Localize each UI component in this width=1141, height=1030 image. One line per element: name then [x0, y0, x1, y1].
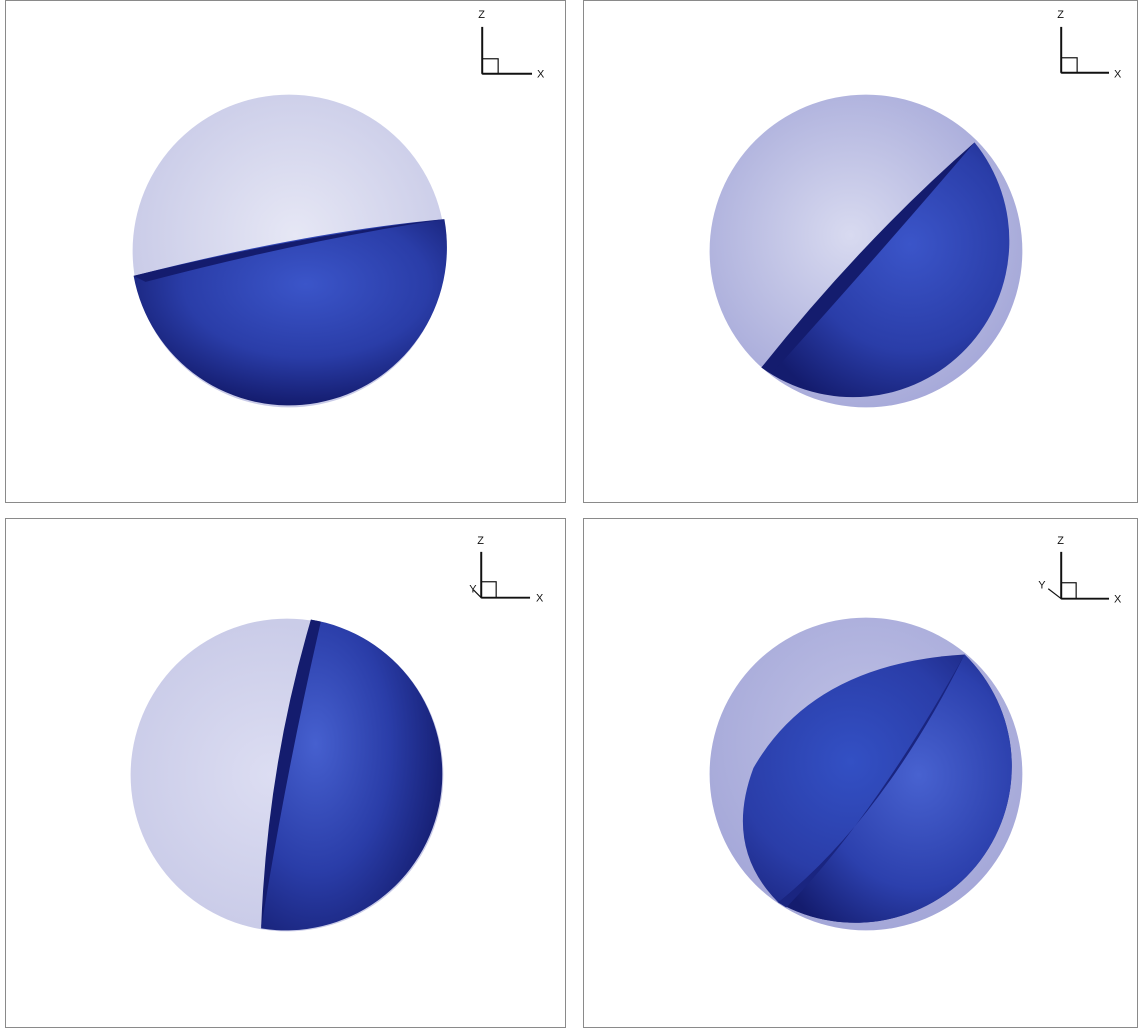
cut-plane-edge: [761, 142, 975, 372]
view-panel-4: Z X Y: [583, 518, 1138, 1028]
axis-triad-4: [1047, 551, 1110, 600]
sphere-view-1: Z X: [132, 9, 545, 408]
axis-z-label: Z: [478, 9, 485, 21]
view-panel-2: Z X: [583, 0, 1138, 503]
cut-plane-edge: [133, 219, 445, 282]
axis-z-label: Z: [1057, 535, 1064, 547]
sphere-dark-half: [261, 619, 443, 931]
axis-x-label: X: [536, 593, 544, 605]
sphere-view-4: Z X Y: [709, 535, 1122, 931]
axis-y-label: Y: [1038, 580, 1046, 592]
axis-y-label: Y: [469, 584, 477, 596]
sphere-view-2: Z X: [709, 9, 1122, 408]
axis-z-label: Z: [477, 535, 484, 547]
axis-triad-1: [481, 26, 533, 75]
axis-triad-2: [1060, 26, 1110, 74]
axis-x-label: X: [1114, 594, 1122, 606]
sphere-dark-half: [133, 219, 447, 406]
axis-triad-3: [472, 551, 531, 599]
sphere-view-3: Z X Y: [130, 535, 544, 932]
axis-x-label: X: [1114, 69, 1122, 81]
sphere-dark-half: [761, 142, 1010, 398]
sphere-dark-half: [778, 654, 1012, 923]
axis-z-label: Z: [1057, 9, 1064, 21]
view-panel-3: Z X Y: [5, 518, 566, 1028]
view-panel-1: Z X: [5, 0, 566, 503]
axis-x-label: X: [537, 69, 545, 81]
